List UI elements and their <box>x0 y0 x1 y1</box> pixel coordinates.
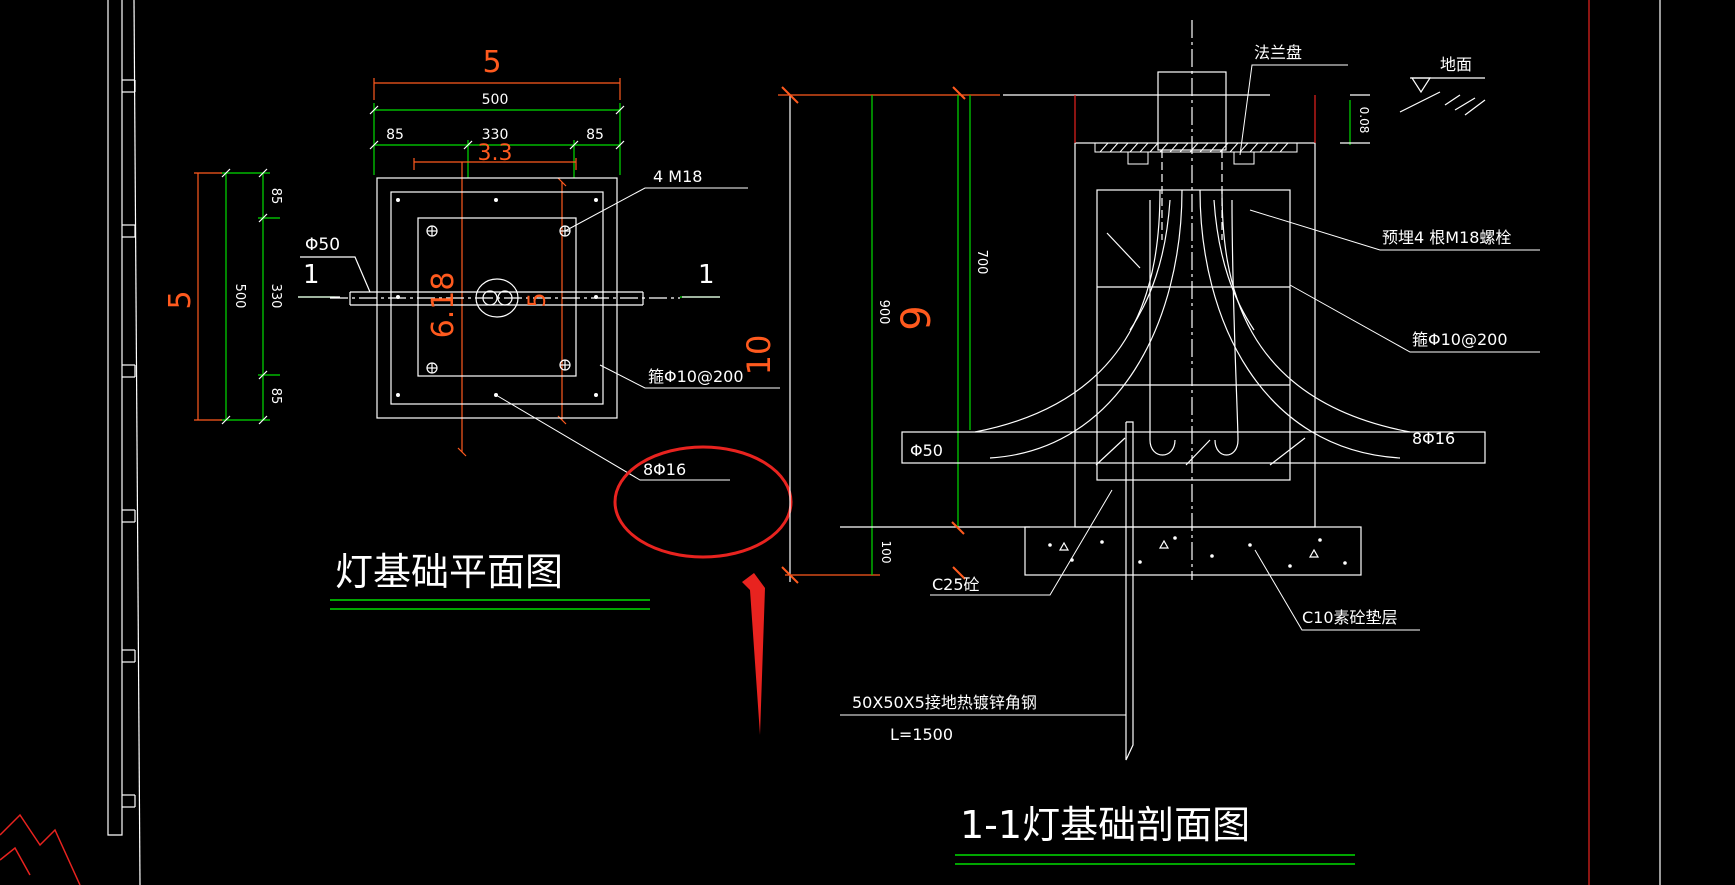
plan-dim-left-top: 85 <box>268 188 283 205</box>
section-cushion <box>1024 526 1362 576</box>
plan-dim-top-total: 500 <box>482 92 509 108</box>
plan-bolt-label: 4 M18 <box>653 167 702 186</box>
plan-bolts <box>426 225 571 374</box>
plan-title: 灯基础平面图 <box>335 550 563 594</box>
section-dim-ticks <box>781 86 966 584</box>
bolt-top-left <box>426 225 438 237</box>
annotation-arrow <box>742 573 765 735</box>
plan-overlay-mark-1: 6.18 <box>426 272 461 339</box>
plan-dim-top-mid: 330 <box>482 127 509 143</box>
grounding-angle-steel <box>1125 421 1134 761</box>
section-flange-label: 法兰盘 <box>1254 43 1302 62</box>
plan-pipe-label: Φ50 <box>305 235 340 255</box>
annotation-ellipse <box>613 445 793 559</box>
bolt-bottom-left <box>426 362 438 374</box>
break-marks <box>0 813 81 885</box>
plan-view[interactable]: 5 500 85 330 3.3 85 5 500 85 330 85 Φ50 … <box>163 45 780 610</box>
plan-rebar-label: 8Φ16 <box>643 460 686 479</box>
drawing-frame-right <box>1588 0 1661 885</box>
plan-dim-left-large: 5 <box>163 290 198 309</box>
section-pipe <box>901 431 1486 464</box>
section-dim-bottom: 100 <box>879 541 893 564</box>
plan-stirrup-label: 箍Φ10@200 <box>648 367 744 386</box>
section-cushion-label: C10素砼垫层 <box>1302 608 1398 627</box>
bolt-bottom-right <box>559 359 571 371</box>
red-annotation <box>613 445 793 735</box>
plan-rebar-dots <box>396 198 598 397</box>
section-ground-steel-length: L=1500 <box>890 725 953 744</box>
section-cut-marker <box>298 256 720 298</box>
plan-dim-top-left: 85 <box>386 127 404 143</box>
ground-symbol <box>1399 77 1486 116</box>
plan-overlay-mark-2: 5 <box>523 292 551 307</box>
section-title-underline <box>955 854 1355 865</box>
section-mark-left: 1 <box>303 260 320 290</box>
section-dim-inner: 700 <box>974 250 989 275</box>
section-dim-top: 0.08 <box>1357 107 1371 134</box>
section-bolts-label: 预埋4 根M18螺栓 <box>1382 228 1511 247</box>
section-dim-total-large: 9 <box>894 305 940 330</box>
plan-title-underline <box>330 599 650 610</box>
section-stirrup-ticks <box>1095 232 1306 466</box>
plan-dimension-ticks <box>221 105 625 425</box>
drawing-frame-left <box>107 0 141 885</box>
section-leaders <box>840 64 1540 716</box>
section-ground-label: 地面 <box>1440 55 1472 74</box>
section-stirrup-label: 箍Φ10@200 <box>1412 330 1508 349</box>
section-pipe-label: Φ50 <box>910 441 943 460</box>
plan-leaders <box>495 187 780 481</box>
section-ground-steel-label: 50X50X5接地热镀锌角钢 <box>852 693 1037 712</box>
flange-plate <box>1094 142 1298 165</box>
plan-dim-top-right: 85 <box>586 127 604 143</box>
section-curves <box>974 189 1411 459</box>
section-view[interactable]: 9 900 700 100 0.08 法兰盘 地面 预埋4 根M18螺栓 箍Φ1… <box>778 20 1540 865</box>
section-title: 1-1灯基础剖面图 <box>960 803 1250 847</box>
section-red-edges <box>1074 95 1316 143</box>
plan-foundation-outline <box>330 177 680 419</box>
section-dimension-lines <box>778 94 1370 582</box>
section-concrete-label: C25砼 <box>932 575 980 594</box>
plan-dim-left-bottom: 85 <box>268 388 283 405</box>
section-dim-total: 900 <box>876 300 891 325</box>
plan-dim-left-total: 500 <box>232 284 247 309</box>
plan-dim-left-mid: 330 <box>268 284 283 309</box>
plan-dim-top-total-large: 5 <box>482 45 501 80</box>
section-mark-right: 1 <box>698 260 715 290</box>
section-rebar-label: 8Φ16 <box>1412 429 1455 448</box>
plan-overlay-mark-3: 10 <box>740 335 778 376</box>
plan-dim-top-mid-large: 3.3 <box>478 141 513 166</box>
